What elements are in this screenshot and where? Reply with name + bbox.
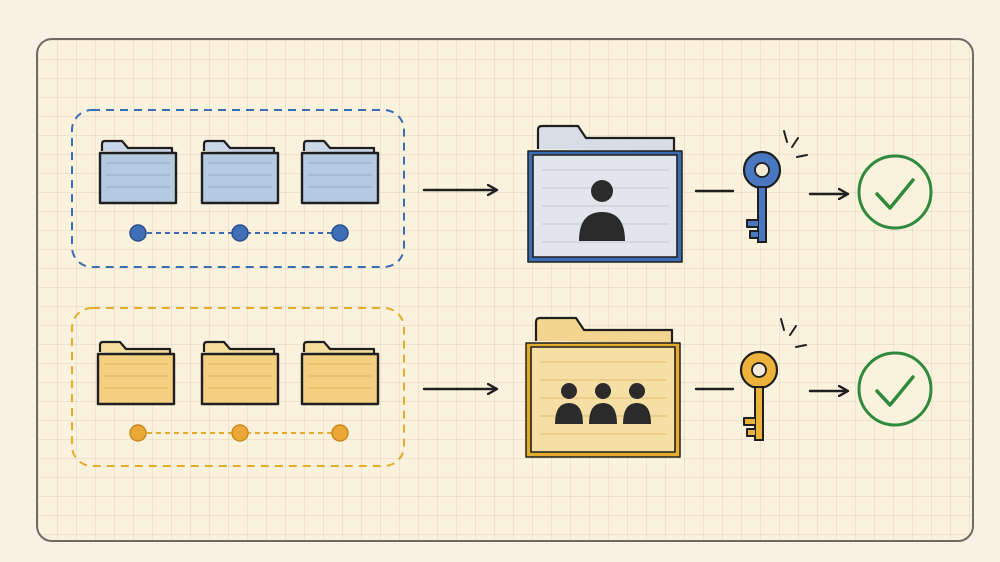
checkmark-circle-icon <box>857 351 933 427</box>
link-dot <box>231 424 249 442</box>
person-icon <box>623 383 651 424</box>
shared-folder-icon <box>525 316 681 458</box>
source-group-box <box>71 307 405 467</box>
link-dot <box>331 224 349 242</box>
checkmark-circle-icon <box>857 154 933 230</box>
shine-lines <box>780 318 807 348</box>
shared-folder-icon <box>527 124 683 263</box>
source-group-box <box>71 109 405 268</box>
person-icon <box>589 383 617 424</box>
link-dot <box>129 224 147 242</box>
row-team-owner <box>71 307 933 467</box>
person-icon <box>555 383 583 424</box>
key-icon <box>742 150 782 243</box>
folder-icon <box>98 139 178 205</box>
grid-panel <box>36 38 974 542</box>
link-dot <box>129 424 147 442</box>
folder-icon <box>300 340 380 406</box>
link-dot <box>331 424 349 442</box>
folder-icon <box>200 340 280 406</box>
person-icon <box>579 180 625 241</box>
link-dot <box>231 224 249 242</box>
row-single-owner <box>71 109 933 268</box>
shine-lines <box>783 130 808 158</box>
folder-icon <box>96 340 176 406</box>
key-icon <box>739 350 779 441</box>
folder-icon <box>200 139 280 205</box>
folder-icon <box>300 139 380 205</box>
